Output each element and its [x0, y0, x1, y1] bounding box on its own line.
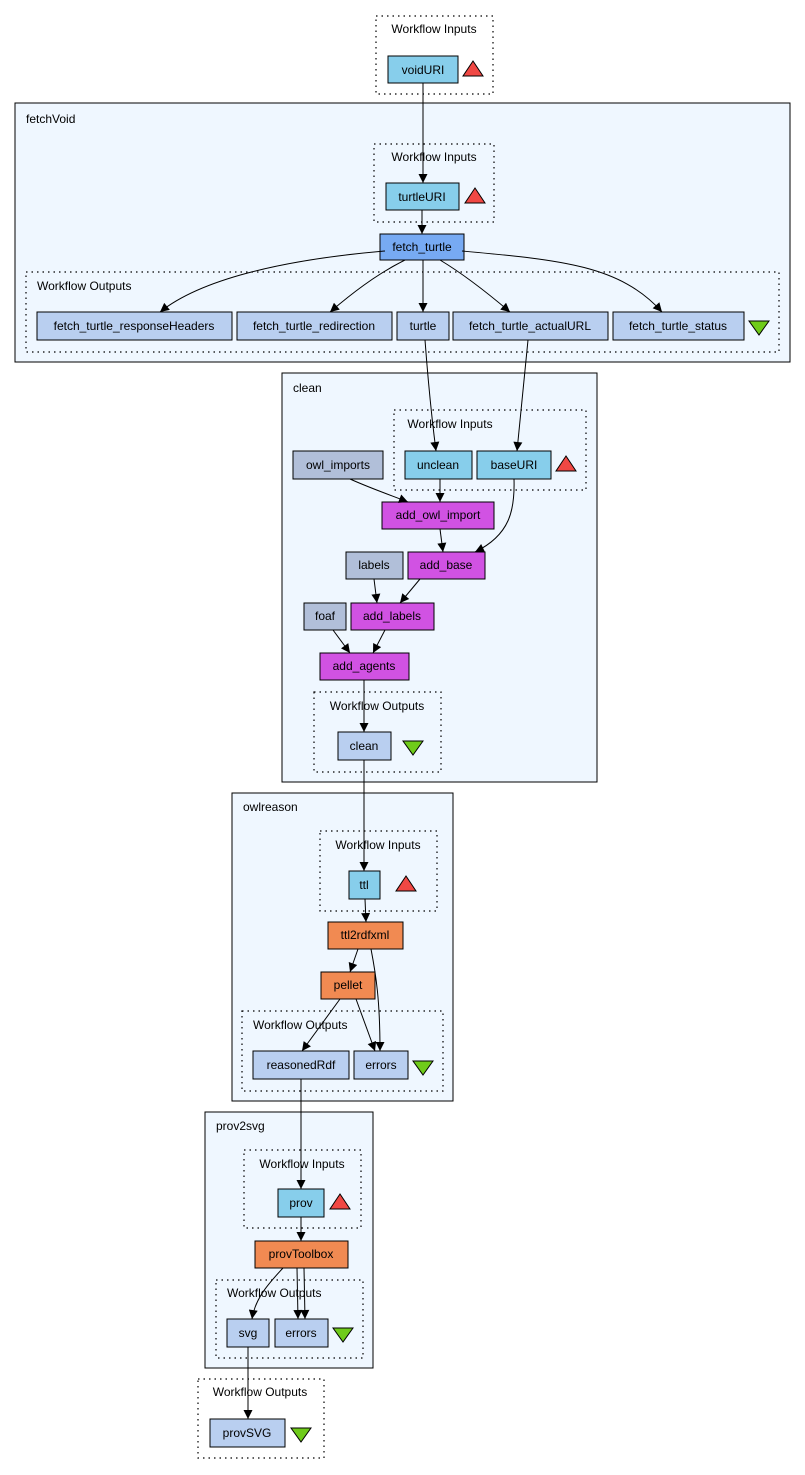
labels-label: labels — [358, 558, 389, 572]
clean-cluster: clean Workflow Inputs unclean baseURI ow… — [281, 372, 598, 783]
fetch-turtle-label: fetch_turtle — [392, 240, 452, 254]
input-marker-icon — [395, 875, 417, 892]
baseuri-port[interactable]: baseURI — [476, 450, 552, 480]
prov-port[interactable]: prov — [277, 1188, 325, 1218]
prov2svg-outputs-label: Workflow Outputs — [227, 1286, 321, 1300]
owlreason-errors-label: errors — [365, 1058, 396, 1072]
prov2svg-inputs-label: Workflow Inputs — [259, 1157, 344, 1171]
redirection-label: fetch_turtle_redirection — [253, 319, 375, 333]
foaf-node[interactable]: foaf — [303, 602, 347, 631]
input-marker-icon — [329, 1193, 351, 1210]
edges — [159, 83, 663, 1419]
ttl-port[interactable]: ttl — [348, 870, 381, 900]
prov-label: prov — [289, 1196, 312, 1210]
unclean-label: unclean — [417, 458, 459, 472]
foaf-label: foaf — [315, 609, 336, 623]
prov2svg-cluster: prov2svg Workflow Inputs prov provToolbo… — [204, 1111, 374, 1369]
fetch-turtle-actualurl-port[interactable]: fetch_turtle_actualURL — [452, 311, 609, 341]
fetchvoid-title: fetchVoid — [26, 112, 75, 126]
bottom-workflow-outputs: Workflow Outputs provSVG — [197, 1378, 325, 1459]
output-marker-icon — [290, 1427, 312, 1443]
owl-imports-node[interactable]: owl_imports — [292, 450, 384, 480]
svg-label: svg — [239, 1326, 258, 1340]
owl-imports-label: owl_imports — [306, 458, 370, 472]
owlreason-cluster: owlreason Workflow Inputs ttl ttl2rdfxml… — [231, 792, 454, 1102]
labels-node[interactable]: labels — [345, 551, 404, 580]
provtoolbox-label: provToolbox — [269, 1247, 334, 1261]
provsvg-label: provSVG — [223, 1426, 272, 1440]
prov2svg-errors-label: errors — [285, 1326, 316, 1340]
input-marker-icon — [464, 187, 486, 204]
top-workflow-inputs: Workflow Inputs voidURI — [375, 15, 494, 95]
bottom-outputs-label: Workflow Outputs — [213, 1385, 307, 1399]
owlreason-title: owlreason — [243, 800, 298, 814]
fetch-turtle-redirection-port[interactable]: fetch_turtle_redirection — [236, 311, 393, 341]
fetchvoid-cluster: fetchVoid Workflow Inputs turtleURI fetc… — [14, 102, 791, 363]
output-marker-icon — [402, 740, 424, 756]
clean-outputs-label: Workflow Outputs — [330, 699, 424, 713]
owlreason-inputs-label: Workflow Inputs — [335, 838, 420, 852]
svg-port[interactable]: svg — [226, 1318, 270, 1348]
fetch-turtle-node[interactable]: fetch_turtle — [379, 233, 465, 261]
clean-output-label: clean — [350, 739, 379, 753]
owlreason-errors-port[interactable]: errors — [353, 1050, 409, 1080]
input-marker-icon — [555, 455, 577, 472]
ttl2rdfxml-node[interactable]: ttl2rdfxml — [327, 921, 404, 950]
fetch-turtle-responseheaders-port[interactable]: fetch_turtle_responseHeaders — [36, 311, 233, 341]
clean-output-port[interactable]: clean — [337, 731, 392, 761]
actualurl-label: fetch_turtle_actualURL — [469, 319, 591, 333]
add-agents-label: add_agents — [333, 659, 396, 673]
add-base-node[interactable]: add_base — [407, 551, 486, 580]
provsvg-port[interactable]: provSVG — [209, 1418, 286, 1448]
output-marker-icon — [748, 320, 770, 336]
baseuri-label: baseURI — [491, 458, 538, 472]
turtle-port[interactable]: turtle — [396, 311, 450, 341]
fetchvoid-outputs-label: Workflow Outputs — [37, 279, 131, 293]
reasonedrdf-label: reasonedRdf — [267, 1058, 336, 1072]
status-label: fetch_turtle_status — [629, 319, 727, 333]
turtleuri-port[interactable]: turtleURI — [385, 182, 460, 211]
input-marker-icon — [462, 60, 484, 77]
clean-inputs-label: Workflow Inputs — [407, 417, 492, 431]
reasonedrdf-port[interactable]: reasonedRdf — [252, 1050, 350, 1080]
add-base-label: add_base — [420, 558, 473, 572]
clean-title: clean — [293, 381, 322, 395]
add-owl-import-label: add_owl_import — [396, 508, 481, 522]
owlreason-outputs-label: Workflow Outputs — [253, 1018, 347, 1032]
output-marker-icon — [332, 1327, 354, 1343]
turtleuri-label: turtleURI — [398, 190, 445, 204]
add-agents-node[interactable]: add_agents — [319, 652, 410, 681]
add-labels-label: add_labels — [363, 609, 421, 623]
add-labels-node[interactable]: add_labels — [350, 602, 435, 631]
add-owl-import-node[interactable]: add_owl_import — [381, 501, 495, 530]
prov2svg-errors-port[interactable]: errors — [274, 1318, 329, 1348]
voiduri-port[interactable]: voidURI — [387, 55, 459, 84]
pellet-node[interactable]: pellet — [320, 971, 376, 1000]
fetchvoid-inputs-label: Workflow Inputs — [391, 150, 476, 164]
unclean-port[interactable]: unclean — [404, 450, 473, 480]
responseheaders-label: fetch_turtle_responseHeaders — [54, 319, 215, 333]
ttl-label: ttl — [359, 878, 368, 892]
output-marker-icon — [412, 1060, 434, 1076]
ttl2rdfxml-label: ttl2rdfxml — [341, 928, 390, 942]
voiduri-label: voidURI — [402, 63, 445, 77]
pellet-label: pellet — [334, 978, 363, 992]
turtle-label: turtle — [410, 319, 437, 333]
provtoolbox-node[interactable]: provToolbox — [254, 1240, 349, 1269]
fetch-turtle-status-port[interactable]: fetch_turtle_status — [612, 311, 745, 341]
prov2svg-title: prov2svg — [216, 1119, 265, 1133]
top-inputs-label: Workflow Inputs — [391, 22, 476, 36]
